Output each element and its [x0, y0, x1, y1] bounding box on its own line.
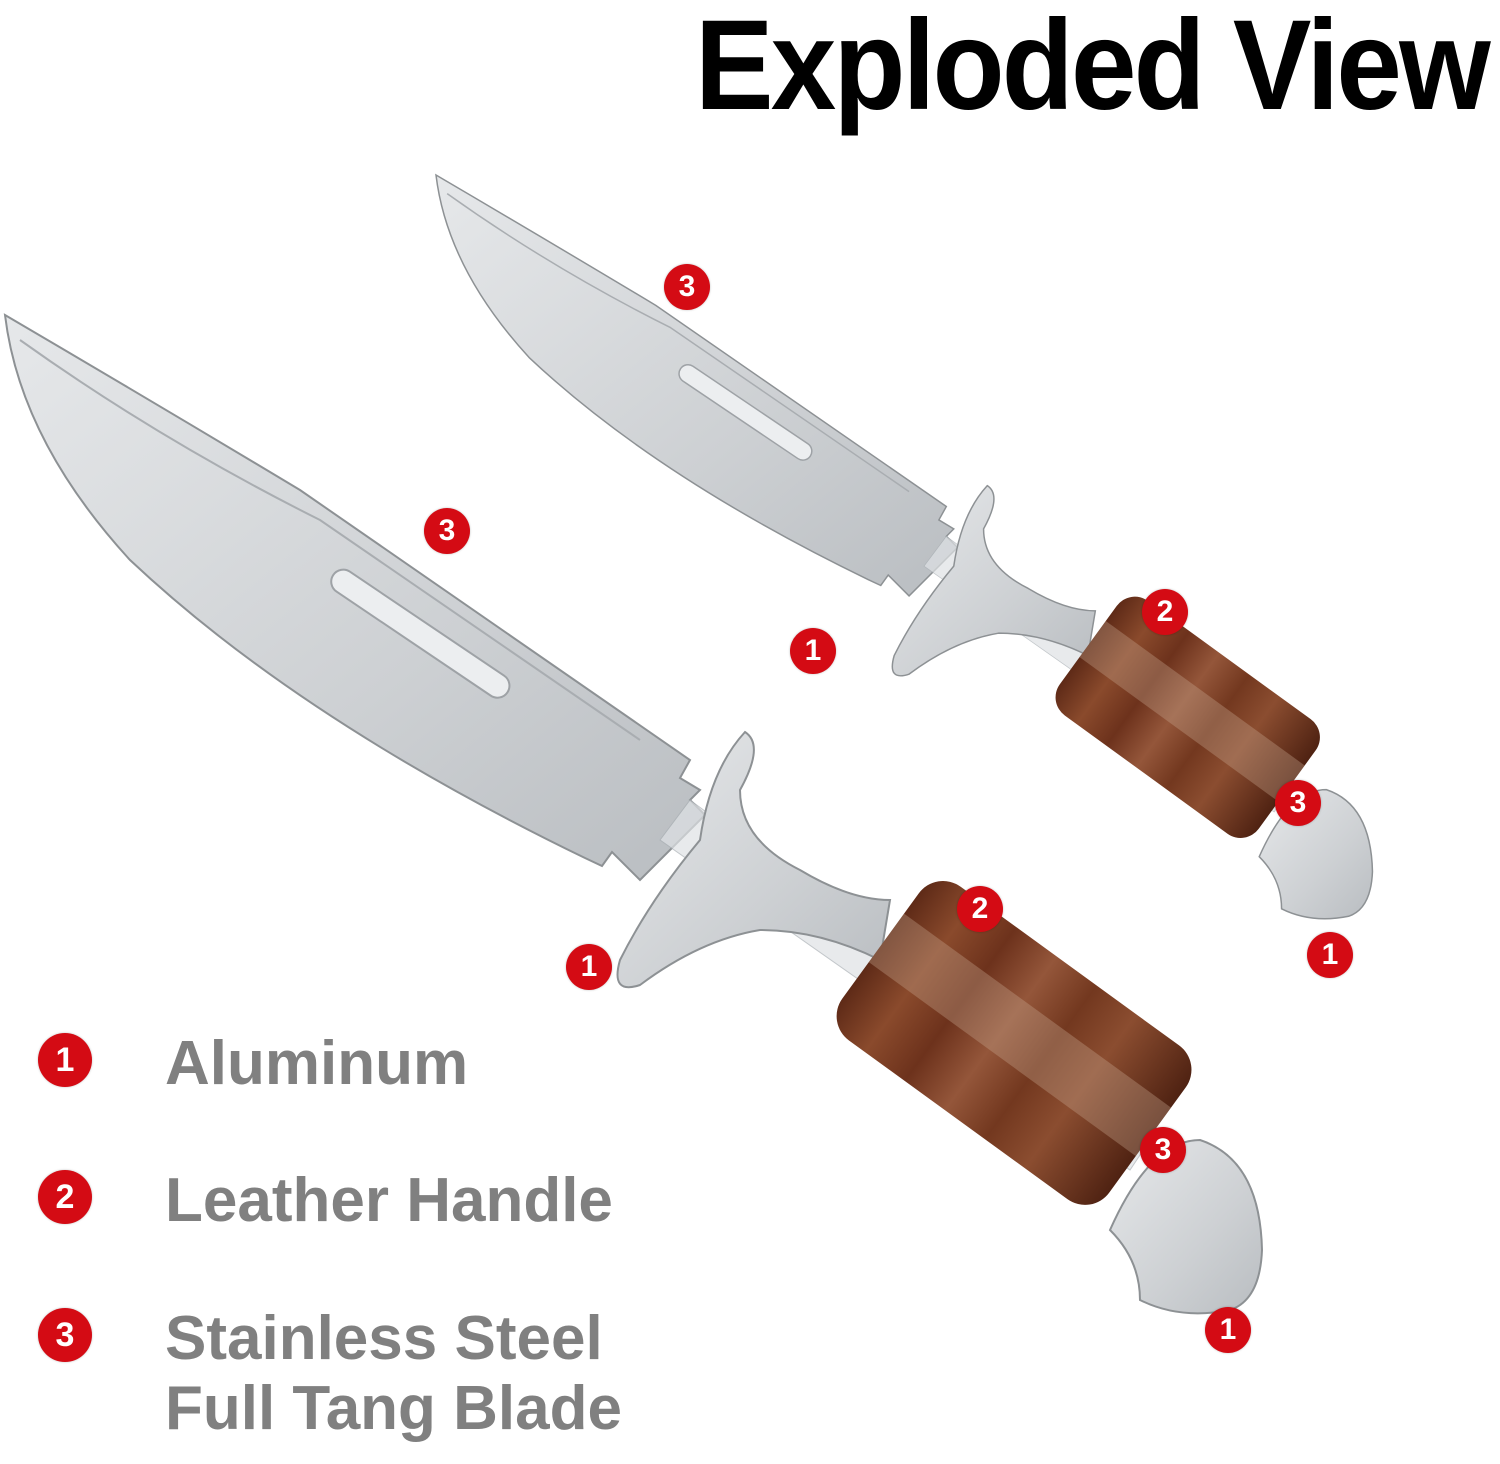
legend-marker: 1 [38, 1033, 92, 1087]
marker-large-blade: 3 [424, 508, 470, 554]
legend-marker: 2 [38, 1170, 92, 1224]
marker-small-guard: 1 [790, 628, 836, 674]
legend-label: Leather Handle [165, 1166, 613, 1235]
marker-large-tang: 3 [1140, 1127, 1186, 1173]
marker-large-guard: 1 [566, 944, 612, 990]
marker-small-blade: 3 [664, 264, 710, 310]
marker-large-handle: 2 [957, 886, 1003, 932]
marker-large-pommel: 1 [1205, 1307, 1251, 1353]
large-knife [4, 314, 1263, 1315]
legend-label-line2: Full Tang Blade [165, 1374, 622, 1443]
marker-small-handle: 2 [1142, 589, 1188, 635]
page-title: Exploded View [694, 0, 1491, 137]
marker-small-pommel: 1 [1307, 932, 1353, 978]
legend-label: Aluminum [165, 1029, 469, 1098]
marker-small-tang: 3 [1275, 780, 1321, 826]
legend-label: Stainless Steel [165, 1304, 603, 1373]
legend-marker: 3 [38, 1308, 92, 1362]
